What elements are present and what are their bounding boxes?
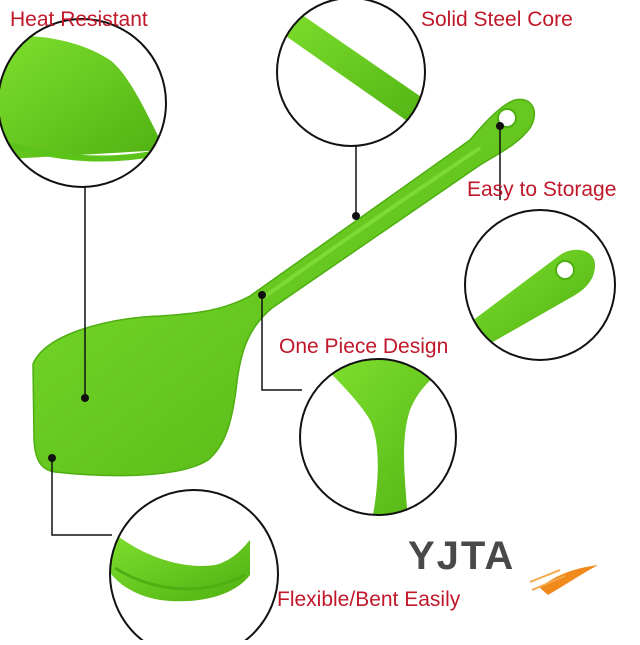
label-flexible-bent: Flexible/Bent Easily (277, 588, 461, 611)
zoom-circle-steel (276, 0, 426, 147)
zoom-circle-storage (464, 209, 616, 361)
spatula (32, 98, 536, 477)
callout-lines (51, 126, 501, 536)
label-heat-resistant: Heat Resistant (10, 8, 148, 31)
label-one-piece-design: One Piece Design (279, 335, 449, 358)
brand-swoosh-icon (529, 565, 598, 595)
spatula-body (32, 98, 536, 477)
hanging-hole (497, 108, 517, 128)
label-easy-to-storage: Easy to Storage (467, 178, 617, 201)
brand-logo: YJTA (408, 534, 516, 578)
zoom-circle-flexible (109, 489, 279, 645)
zoom-circle-heat (0, 18, 167, 188)
callout-dots (48, 122, 504, 462)
zoom-circle-onepiece (299, 358, 457, 516)
label-solid-steel-core: Solid Steel Core (421, 8, 573, 31)
